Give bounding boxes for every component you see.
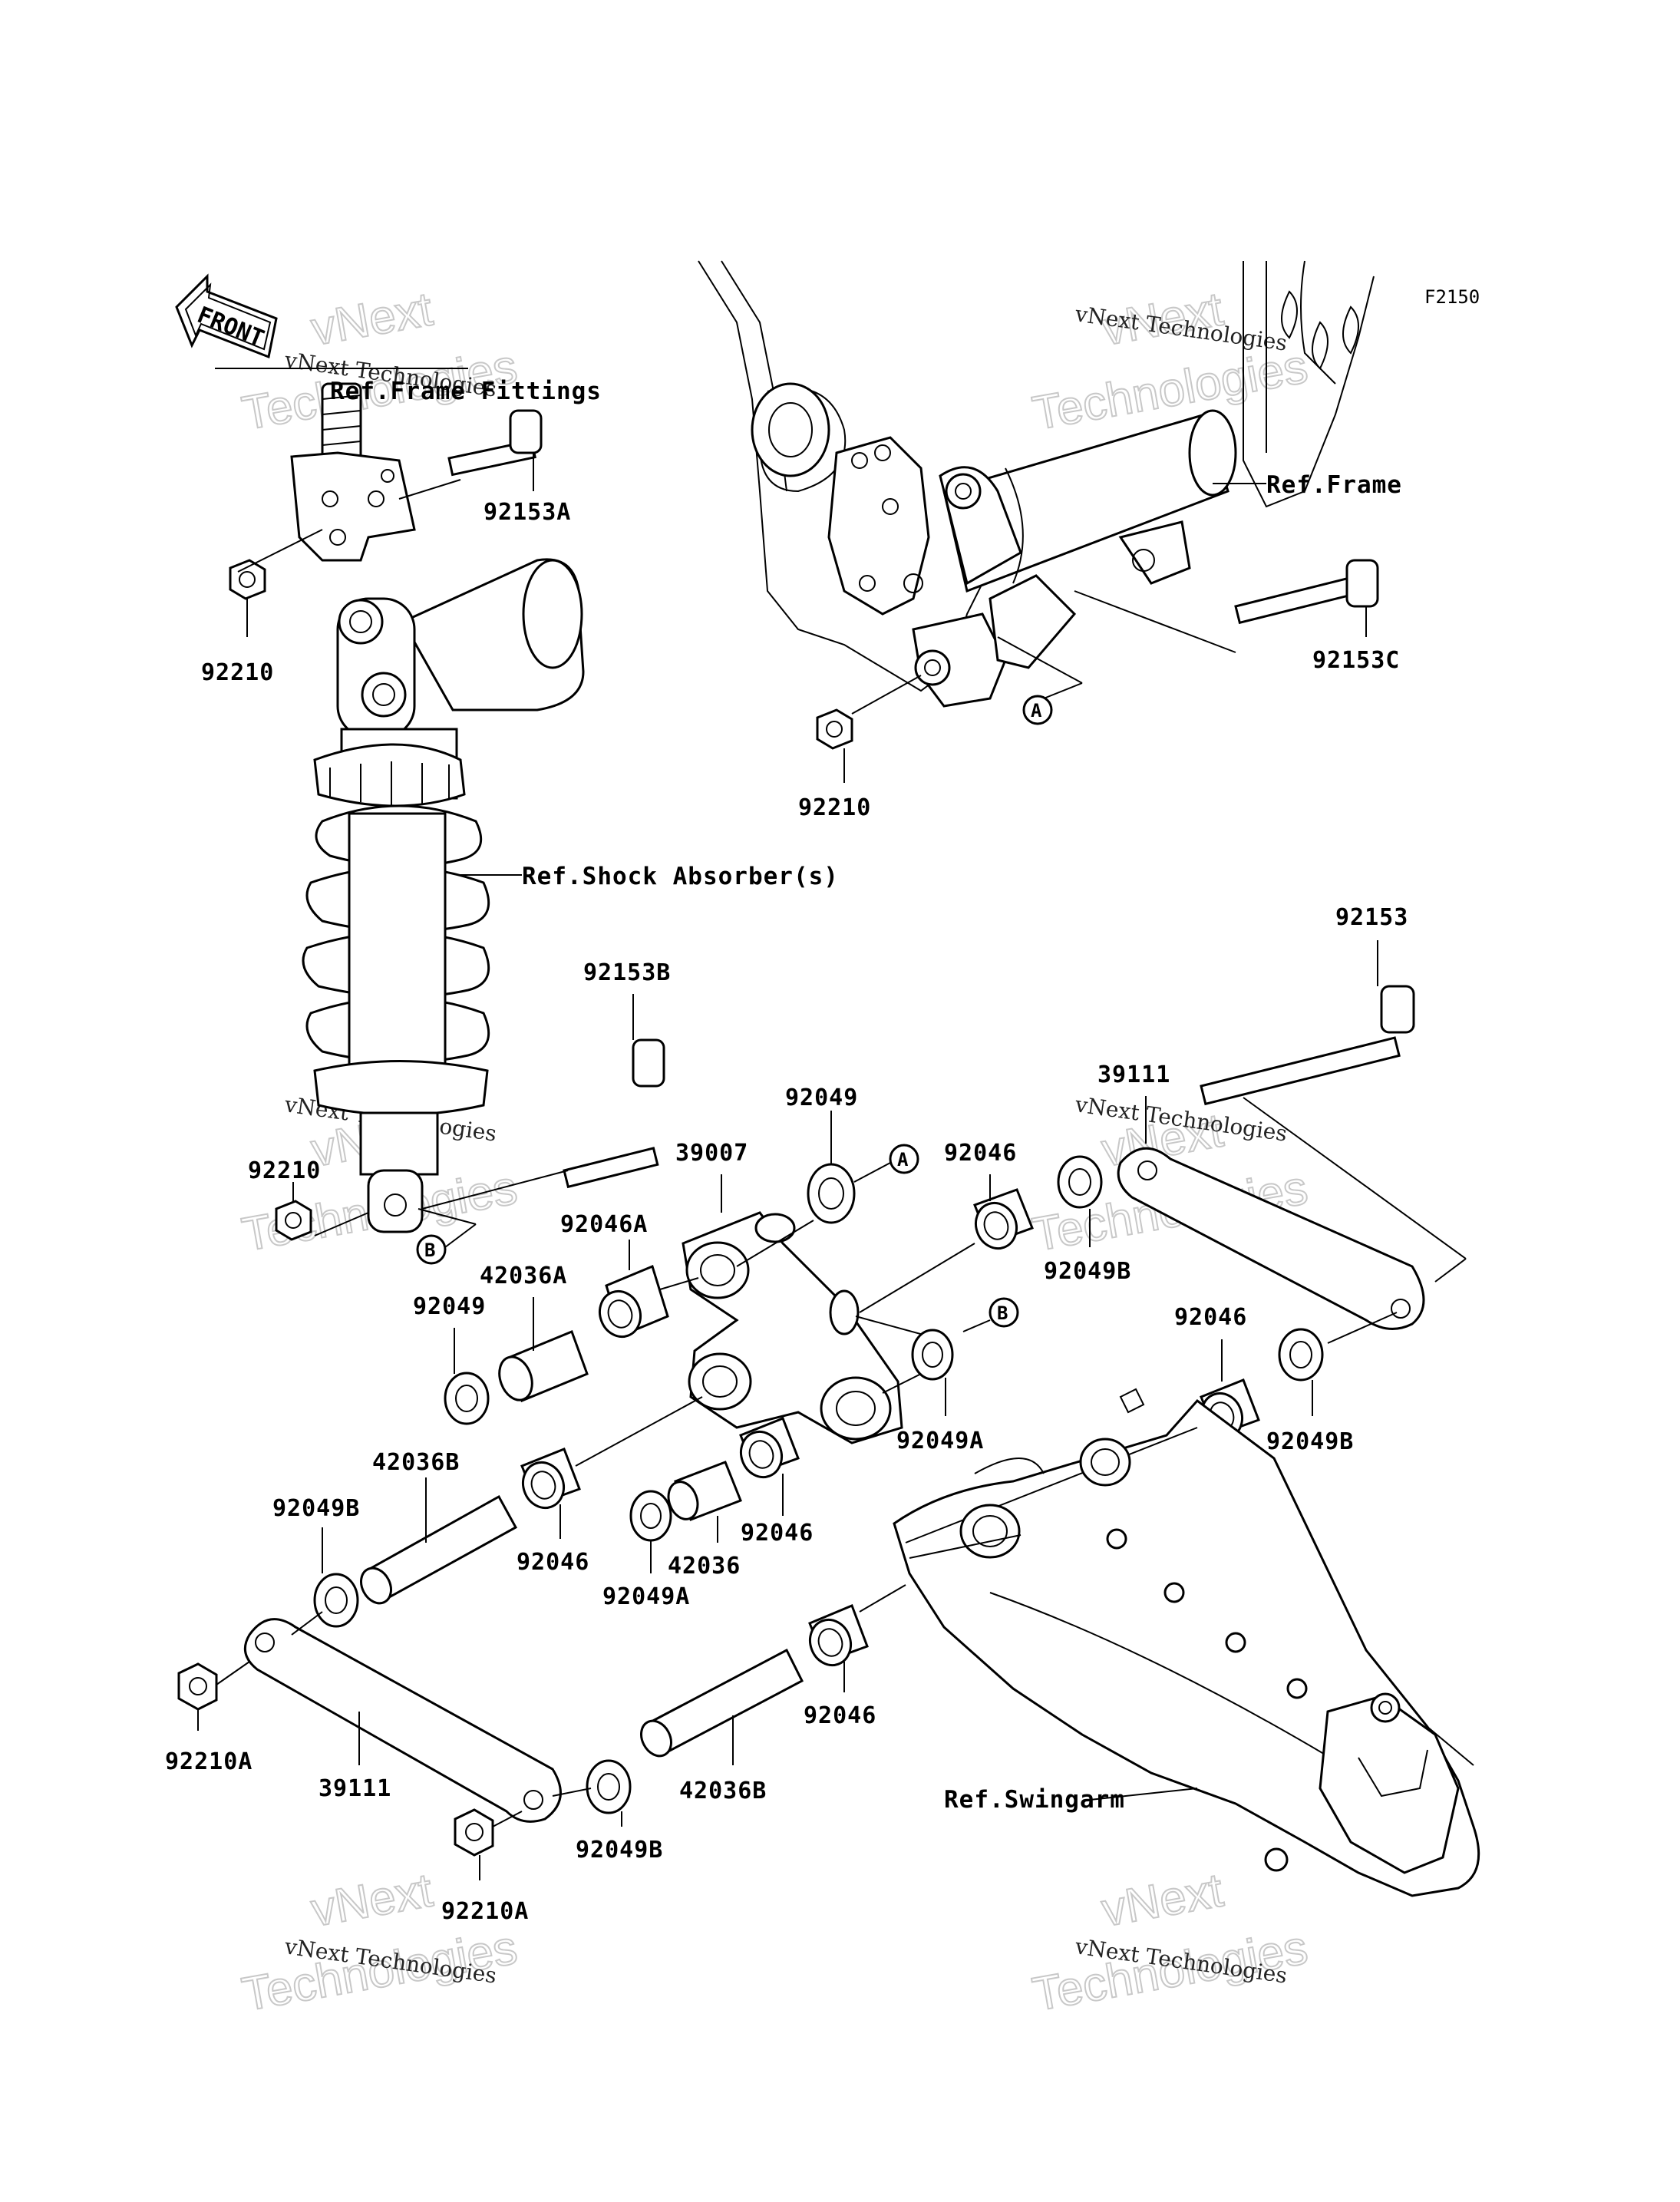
svg-text:A: A	[897, 1149, 909, 1170]
bearing-92046-top	[973, 1188, 1034, 1250]
shock-absorber	[302, 558, 585, 1233]
tie-rod-39111-right	[1117, 1147, 1425, 1330]
part-42036B-lower: 42036B	[679, 1778, 767, 1804]
washer-92049B-bottom	[586, 1759, 632, 1814]
part-39111-right: 39111	[1097, 1061, 1170, 1088]
part-92210A-bottom: 92210A	[441, 1898, 529, 1925]
nut-92210-top-left	[229, 559, 266, 600]
part-92049-top: 92049	[785, 1084, 858, 1111]
washer-92049A-right	[911, 1329, 954, 1381]
washer-92049B-right-upper	[1057, 1155, 1103, 1209]
part-92046-right: 92046	[1174, 1304, 1247, 1331]
ref-frame: Ref.Frame	[1266, 471, 1402, 499]
part-92046A: 92046A	[560, 1211, 648, 1238]
part-42036A: 42036A	[480, 1263, 567, 1289]
bearing-92046-mid	[739, 1417, 800, 1479]
tie-rod-39111-left	[243, 1618, 562, 1823]
collar-42036A	[498, 1330, 589, 1402]
watermark-bottom-right: vNext Technologies vNext Technologies	[1028, 1863, 1312, 2022]
nut-92210A-bottom	[454, 1808, 494, 1857]
watermark-top-right: vNext Technologies vNext Technologies	[1028, 282, 1312, 441]
marker-b-rocker: B	[989, 1297, 1019, 1328]
collar-42036B-lower	[640, 1648, 804, 1758]
collar-42036	[667, 1461, 742, 1521]
bearing-92046A	[599, 1264, 669, 1339]
collar-42036B-upper	[360, 1494, 518, 1605]
part-92049B-right-lower: 92049B	[1266, 1428, 1354, 1455]
marker-b-shock: B	[416, 1234, 447, 1265]
watermark-bottom-left: vNext Technologies vNext Technologies	[237, 1863, 521, 2022]
part-39007: 39007	[675, 1140, 748, 1167]
part-92046-top: 92046	[944, 1140, 1017, 1167]
front-arrow-icon: FRONT	[175, 273, 278, 359]
washer-92049B-right-lower	[1278, 1328, 1324, 1382]
part-92153A: 92153A	[484, 499, 571, 526]
ref-frame-fittings: Ref.Frame Fittings	[330, 378, 602, 405]
part-42036: 42036	[668, 1553, 741, 1580]
part-92049A-bottom: 92049A	[602, 1583, 690, 1610]
svg-text:vNext: vNext	[307, 282, 436, 355]
bolt-92153A	[447, 409, 543, 477]
bearing-92046-lower	[808, 1604, 869, 1667]
svg-text:B: B	[997, 1302, 1008, 1324]
frame-fittings-bracket	[290, 382, 416, 562]
part-92049B-right-upper: 92049B	[1044, 1258, 1131, 1285]
washer-92049B-left	[313, 1573, 359, 1628]
ref-swingarm: Ref.Swingarm	[944, 1786, 1125, 1814]
svg-text:vNext: vNext	[307, 1864, 436, 1936]
watermark-top-left: vNext Technologies vNext Technologies	[237, 282, 521, 441]
bolt-92153B	[563, 1038, 665, 1189]
part-92049B-left: 92049B	[272, 1495, 360, 1522]
nut-92210A-left	[177, 1662, 218, 1711]
rocker-arm-39007	[682, 1211, 903, 1444]
nut-92210-shock	[275, 1200, 312, 1241]
svg-text:B: B	[424, 1240, 435, 1261]
part-92210A-left: 92210A	[165, 1748, 252, 1775]
svg-text:A: A	[1031, 700, 1042, 721]
ref-shock-absorber: Ref.Shock Absorber(s)	[522, 863, 839, 890]
part-92153C: 92153C	[1312, 647, 1400, 674]
frame	[698, 260, 1375, 708]
svg-text:vNext: vNext	[1097, 1864, 1226, 1936]
part-92210-shock: 92210	[248, 1157, 321, 1184]
washer-92049-top	[807, 1163, 856, 1224]
part-92049B-bottom: 92049B	[576, 1837, 663, 1864]
nut-92210-frame	[816, 708, 853, 750]
swingarm	[893, 1388, 1480, 1897]
part-92046-mid: 92046	[741, 1520, 814, 1547]
bolt-92153C	[1234, 559, 1379, 625]
bolt-92153	[1200, 985, 1415, 1106]
part-42036B-upper: 42036B	[372, 1449, 460, 1476]
washer-92049A-bottom	[629, 1490, 672, 1542]
part-39111-left: 39111	[319, 1775, 391, 1802]
bearing-92046-mid-left	[520, 1448, 581, 1510]
part-92049A-right: 92049A	[896, 1428, 984, 1454]
marker-a-frame: A	[1022, 695, 1053, 725]
part-92153: 92153	[1335, 904, 1408, 931]
part-92049-left: 92049	[413, 1293, 486, 1320]
diagram-code: F2150	[1424, 286, 1480, 308]
marker-a-rocker: A	[889, 1144, 919, 1174]
part-92210-frame: 92210	[798, 794, 871, 821]
washer-92049-left	[444, 1372, 490, 1425]
part-92046-lower: 92046	[804, 1702, 876, 1729]
part-92153B: 92153B	[583, 959, 671, 986]
part-92046-mid-left: 92046	[517, 1549, 589, 1576]
part-92210-top-left: 92210	[201, 659, 274, 686]
